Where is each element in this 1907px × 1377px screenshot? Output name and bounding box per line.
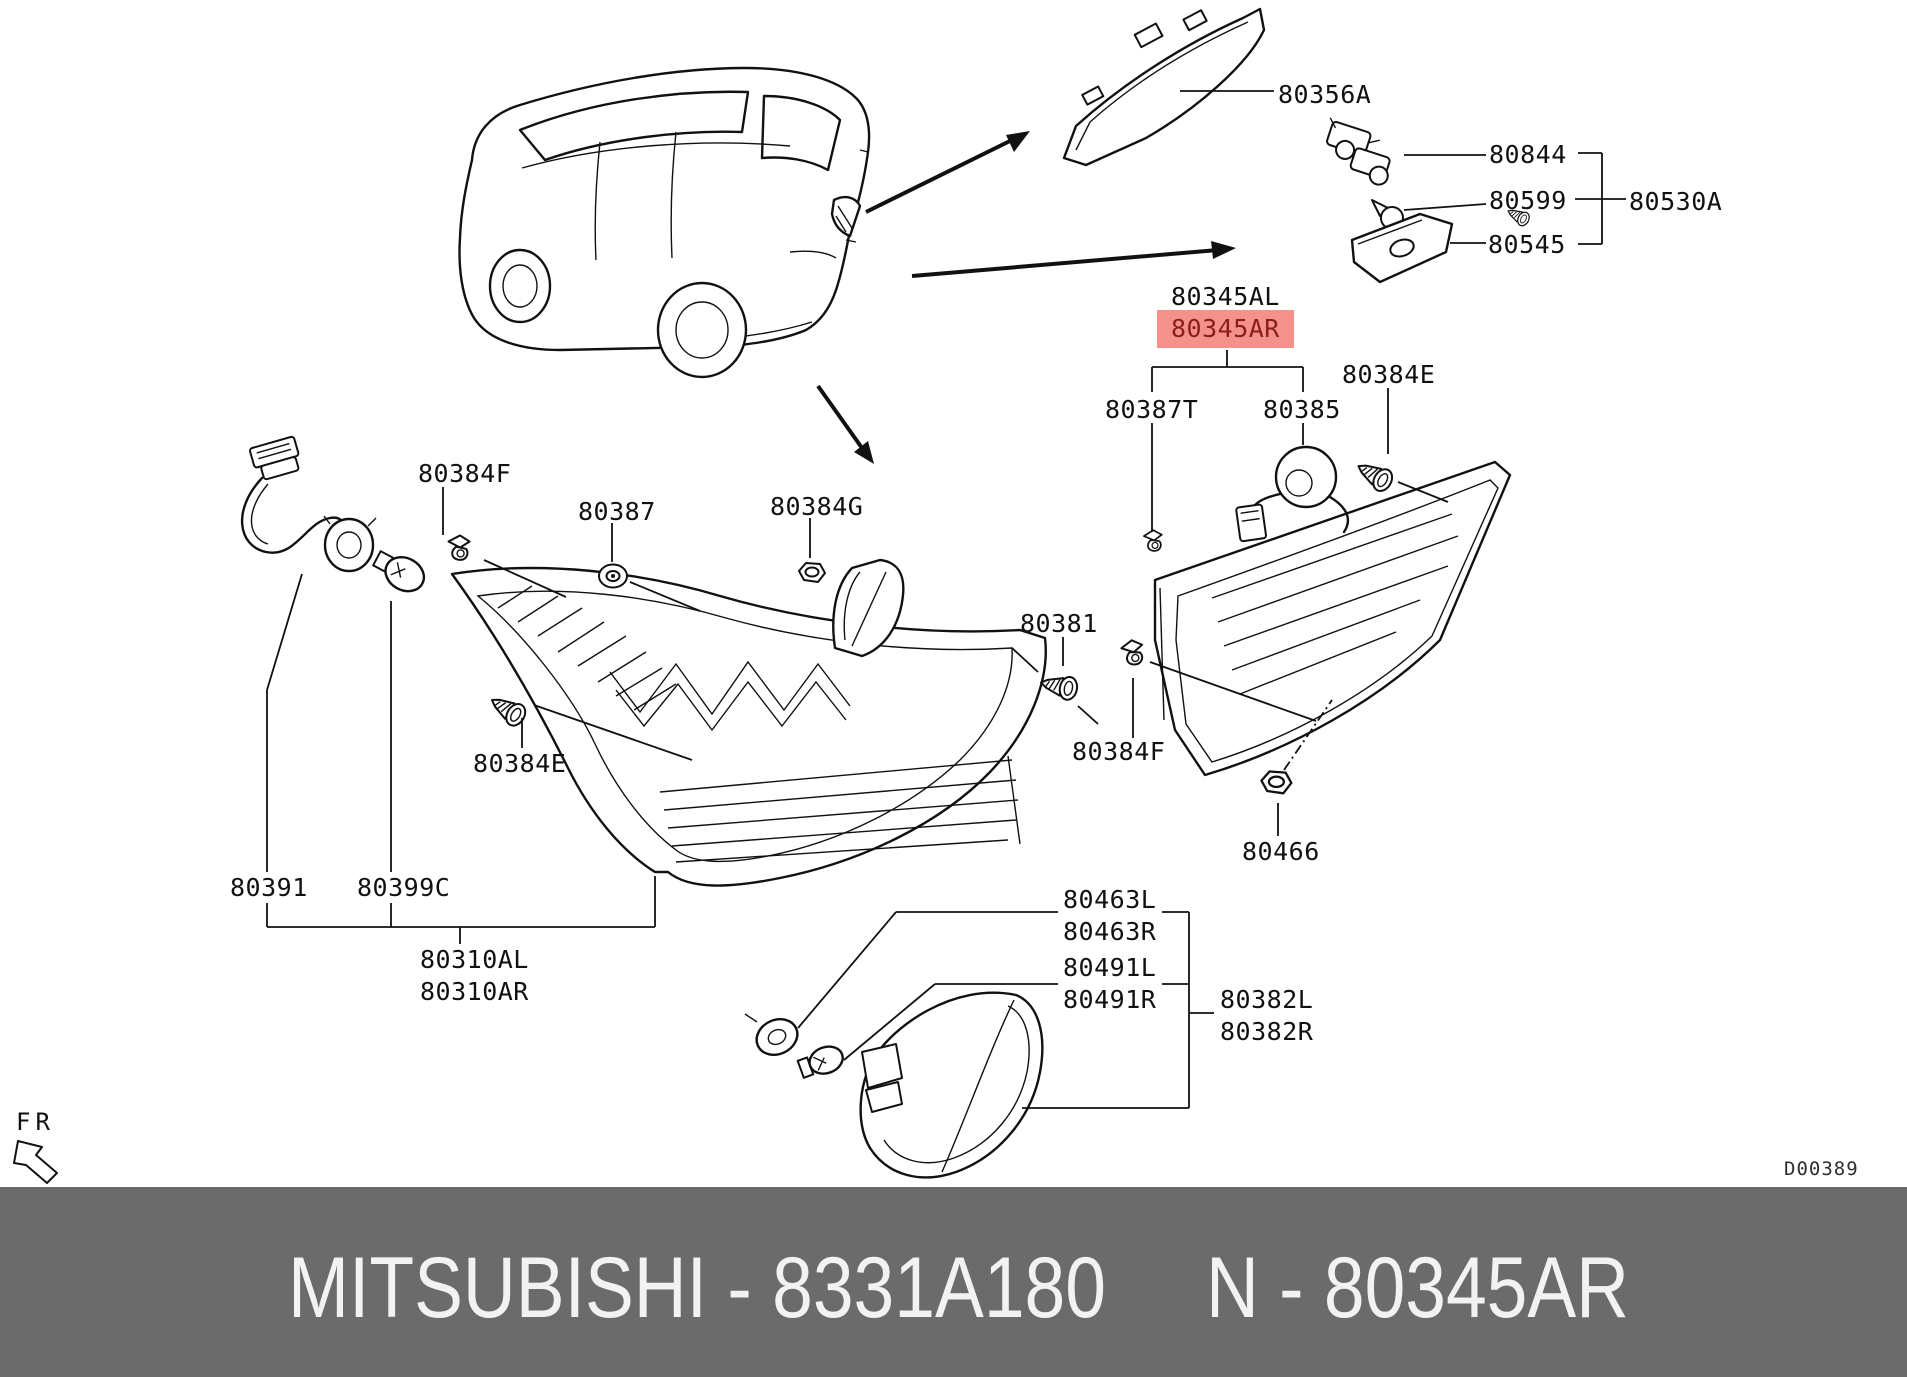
nut-80466 — [1260, 770, 1293, 795]
screw-80381 — [1037, 670, 1081, 703]
backup-lamp — [744, 991, 1044, 1179]
rear-harness-and-bulb — [240, 435, 426, 593]
backup-bulb-socket — [744, 1013, 844, 1079]
leader-lines — [266, 90, 1626, 1109]
fr-label: FR — [16, 1108, 55, 1136]
pointer-arrows — [816, 131, 1236, 464]
clip-80384f-left — [447, 533, 473, 562]
wiring-connector — [1235, 503, 1267, 543]
outer-tail-lamp — [450, 558, 1047, 887]
high-mount-stop-lamp — [1062, 7, 1266, 167]
fr-direction-arrow — [13, 1140, 58, 1184]
wiring-coil — [1274, 445, 1338, 509]
vehicle-illustration — [458, 66, 871, 379]
nut-80384g — [798, 562, 826, 583]
diagram-code: D00389 — [1784, 1158, 1859, 1180]
footer-background — [0, 1187, 1907, 1377]
inner-tail-lamp — [1153, 445, 1512, 777]
footer-part-reference: N - 80345AR — [1206, 1240, 1629, 1336]
clip-80387t — [1142, 528, 1166, 554]
license-lamp-parts — [1326, 117, 1533, 284]
grommet-80387 — [598, 563, 628, 589]
screw-80384e-top — [1351, 455, 1397, 496]
footer-brand-part-number: MITSUBISHI - 8331A180 — [288, 1240, 1106, 1336]
lamp-corner-bracket — [832, 558, 905, 658]
footer-banner: MITSUBISHI - 8331A180 N - 80345AR — [0, 1187, 1907, 1377]
clip-80384f-right — [1119, 636, 1148, 668]
